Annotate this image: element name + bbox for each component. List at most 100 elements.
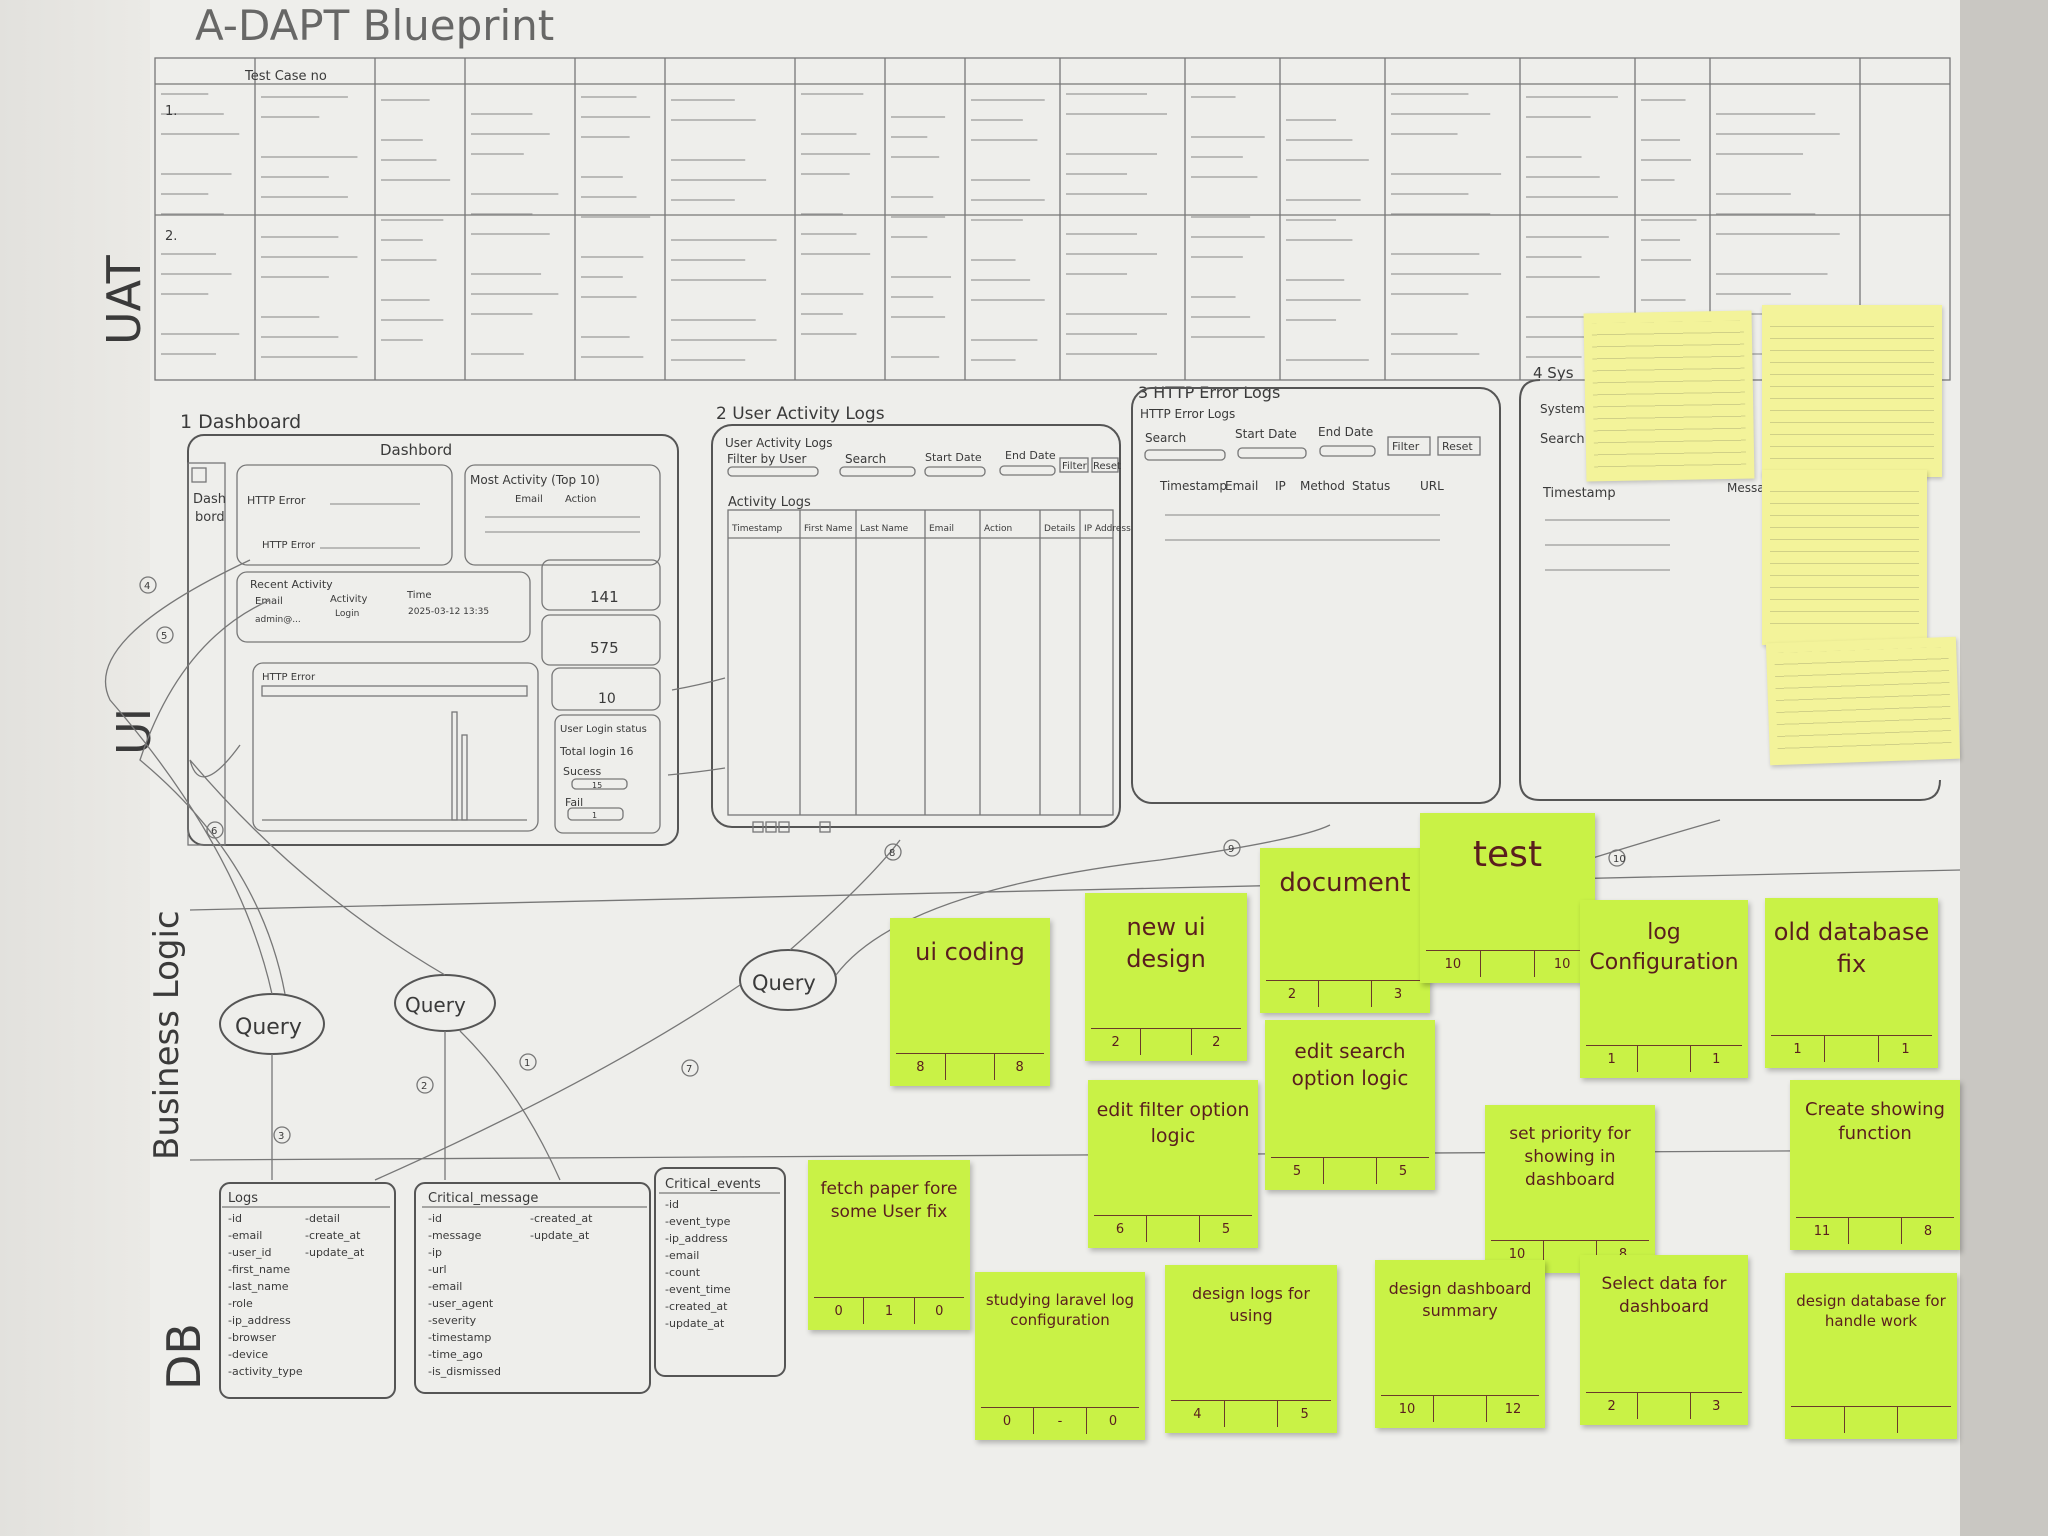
db-field: -id xyxy=(428,1212,442,1225)
db-field: -role xyxy=(228,1297,253,1310)
task-note-estimate: 5 xyxy=(1398,1163,1408,1179)
uat-header: Test Case no xyxy=(244,69,327,84)
svg-text:Search: Search xyxy=(1540,432,1585,447)
db-field: -event_type xyxy=(665,1215,731,1228)
svg-text:Start Date: Start Date xyxy=(1235,427,1297,441)
db-field: -count xyxy=(665,1266,701,1279)
arrow-number-circle xyxy=(519,1053,537,1071)
chart-bar-2 xyxy=(461,734,468,821)
svg-text:Login: Login xyxy=(335,609,359,619)
http-error-col-header: IP xyxy=(1275,479,1286,493)
svg-text:Activity Logs: Activity Logs xyxy=(728,495,811,510)
svg-text:Filter: Filter xyxy=(1392,440,1420,453)
svg-text:Filter: Filter xyxy=(1062,461,1088,472)
task-note: set priority for showing in dashboard 10 8 xyxy=(1485,1105,1655,1273)
db-field: -detail xyxy=(305,1212,340,1225)
task-note-title: set priority for showing in dashboard xyxy=(1509,1124,1631,1190)
arrow-number: 8 xyxy=(889,848,895,859)
db-tables: Logs-id-email-user_id-first_name-last_na… xyxy=(219,1167,786,1399)
svg-text:Start Date: Start Date xyxy=(925,451,982,464)
query-3-label: Query xyxy=(752,971,816,995)
stat-value-3: 10 xyxy=(598,691,616,707)
db-field: -id xyxy=(665,1198,679,1211)
dashboard-caption: 1 Dashboard xyxy=(180,411,301,433)
svg-text:Filter by User: Filter by User xyxy=(727,452,806,466)
task-note-estimate: 12 xyxy=(1504,1401,1522,1417)
svg-text:Search: Search xyxy=(845,452,886,466)
db-field: -is_dismissed xyxy=(428,1365,501,1378)
task-note-estimate xyxy=(1481,951,1536,977)
login-status-title: User Login status xyxy=(560,724,647,735)
activity-col-header: First Name xyxy=(804,524,853,534)
task-note-estimate xyxy=(1147,1216,1200,1242)
db-field: -url xyxy=(428,1263,447,1276)
arrow-number: 6 xyxy=(211,826,217,837)
arrow-number: 2 xyxy=(421,1081,427,1092)
http-error-col-header: Timestamp xyxy=(1159,479,1227,493)
task-note-title: old database fix xyxy=(1773,918,1930,979)
task-note-estimate xyxy=(1324,1158,1377,1184)
svg-text:Time: Time xyxy=(406,590,431,601)
arrow-number: 10 xyxy=(1613,854,1626,865)
lane-label-uat: UAT xyxy=(97,254,151,345)
task-note-title: fetch paper fore some User fix xyxy=(820,1179,958,1222)
arrow-login-to-activity xyxy=(667,767,726,776)
most-activity-title: Most Activity (Top 10) xyxy=(470,473,600,487)
task-note-estimate xyxy=(1898,1407,1951,1433)
arrow-number: 1 xyxy=(524,1058,530,1069)
task-note-estimate: 6 xyxy=(1094,1216,1147,1242)
task-note-estimate xyxy=(1791,1407,1845,1433)
user-activity-screen: 2 User Activity Logs User Activity Logs … xyxy=(711,404,1131,833)
system-caption: 4 Sys xyxy=(1533,364,1574,382)
task-note-footer xyxy=(1791,1406,1951,1433)
lane-divider-logic xyxy=(189,1149,1961,1161)
svg-text:HTTP Error Logs: HTTP Error Logs xyxy=(1140,407,1235,421)
user-activity-caption: 2 User Activity Logs xyxy=(716,404,885,424)
db-table-name: Critical_message xyxy=(428,1191,538,1206)
query-2-label: Query xyxy=(405,993,466,1017)
svg-text:2025-03-12 13:35: 2025-03-12 13:35 xyxy=(408,607,489,617)
task-note-estimate xyxy=(1319,981,1372,1007)
http-error-col-header: Method xyxy=(1300,479,1345,493)
task-note-estimate: 1 xyxy=(1712,1051,1721,1067)
task-note-estimate xyxy=(1845,1407,1899,1433)
task-note-estimate: 10 xyxy=(1491,1241,1544,1267)
db-field: -last_name xyxy=(228,1280,289,1293)
db-field: -time_ago xyxy=(428,1348,483,1361)
svg-text:End Date: End Date xyxy=(1005,449,1056,462)
task-note-title: Select data for dashboard xyxy=(1601,1274,1727,1317)
task-note-title: studying laravel log configuration xyxy=(985,1291,1135,1330)
http-error-screen: 3 HTTP Error Logs HTTP Error Logs Search… xyxy=(1131,383,1501,804)
task-note-estimate: 1 xyxy=(1901,1041,1910,1057)
db-field: -update_at xyxy=(305,1246,365,1259)
http-error-col-header: Email xyxy=(1225,479,1258,493)
arrow-number-circle xyxy=(273,1126,291,1144)
task-note-title: design database for handle work xyxy=(1796,1292,1946,1331)
db-table-name: Critical_events xyxy=(665,1177,761,1192)
task-note-estimate: 11 xyxy=(1796,1218,1849,1244)
query-1-label: Query xyxy=(235,1015,302,1040)
stat-value-1: 141 xyxy=(590,588,619,606)
arrow-number-circle xyxy=(1223,839,1241,857)
svg-text:HTTP Error: HTTP Error xyxy=(247,494,306,507)
task-note-estimate: 8 xyxy=(896,1054,946,1080)
task-note-estimate xyxy=(1544,1241,1597,1267)
task-note-estimate: 10 xyxy=(1381,1396,1434,1422)
stat-value-2: 575 xyxy=(590,639,619,657)
task-note-estimate: 8 xyxy=(1618,1246,1628,1262)
activity-col-header: Last Name xyxy=(860,524,909,534)
svg-text:System: System xyxy=(1540,402,1585,416)
db-field: -id xyxy=(228,1212,242,1225)
arrow-number-circle xyxy=(139,576,157,594)
svg-text:HTTP Error: HTTP Error xyxy=(262,540,316,551)
dashboard-sidebar-label: Dash xyxy=(193,492,226,507)
task-note-estimate: 2 xyxy=(1586,1393,1639,1419)
